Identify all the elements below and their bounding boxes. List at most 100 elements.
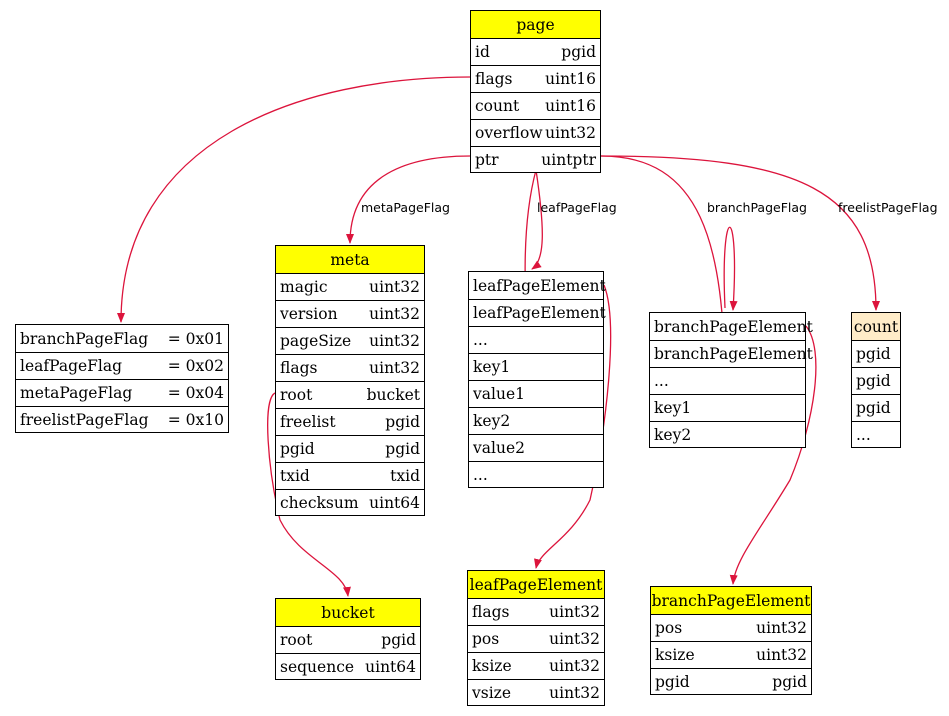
field-name: pgid [856,372,891,390]
field-type: uint32 [369,332,420,350]
table-row: count uint16 [471,92,600,119]
field-name: key2 [654,426,692,444]
field-type: = 0x02 [167,357,224,375]
field-name: ... [473,331,488,349]
field-type: = 0x10 [167,411,224,429]
table-row: pgid [852,367,900,394]
leaf-list-table: leafPageElement leafPageElement... key1 val… [468,271,606,488]
edge-label-branch: branchPageFlag [707,200,807,215]
edge-label-freelist: freelistPageFlag [838,200,938,215]
table-row: branchPageElement [650,340,813,367]
table-row: branchPageFlag= 0x01 [16,325,228,352]
field-type: uint32 [756,619,807,637]
table-row: pgid pgid [651,668,811,695]
field-type: uint64 [369,494,420,512]
field-name: branchPageElement [654,345,813,363]
field-name: value1 [473,385,525,403]
table-row: freelistPageFlag = 0x10 [16,406,228,433]
field-name: pgid [655,673,690,691]
edge-flags-to-flagtable [117,76,471,323]
field-name: freelistPageFlag [20,411,149,429]
field-name: flags [280,359,318,377]
field-name: leafPageElement [473,276,606,295]
field-name: key1 [654,399,692,417]
edge-label-leaf: leafPageFlag [537,200,617,215]
field-type: uint32 [369,359,420,377]
edge-ptr-to-meta [346,155,471,244]
field-type: txid [390,467,420,485]
field-name: pgid [856,399,891,417]
field-name: ... [856,426,871,444]
field-type: = 0x04 [167,384,224,402]
field-name: key2 [473,412,511,430]
table-row: ... [469,326,603,353]
field-type: bucket [366,386,420,404]
field-name: metaPageFlag [20,384,133,402]
field-name: txid [280,467,310,485]
field-name: branchPageElement [654,317,813,336]
table-row: key2 [469,407,603,434]
table-row: branchPageElement [650,313,813,340]
field-name: magic [280,278,328,296]
table-row: ... [469,461,603,488]
field-name: freelist [280,413,336,431]
table-row: leafPageFlag= 0x02 [16,352,228,379]
field-type: pgid [772,673,807,691]
field-name: count [475,97,520,115]
table-row: ... [852,421,900,448]
field-type: pgid [561,43,596,61]
field-name: ptr [475,151,499,169]
table-row: key2 [650,421,805,448]
table-row: metaPageFlag = 0x04 [16,379,228,406]
field-type: pgid [385,440,420,458]
table-row: pgid [852,340,900,367]
edge-label-meta: metaPageFlag [361,200,450,215]
edge-branch-to-element [729,325,817,585]
field-type: uint16 [545,97,596,115]
table-row: leafPageElement [469,272,606,299]
meta-header: meta [276,246,424,273]
field-name: key1 [473,358,511,376]
leaf-element-header: leafPageElement [468,571,604,598]
table-row: checksum uint64 [276,489,424,516]
table-row: ptr uintptr [471,146,600,173]
field-type: uint32 [756,646,807,664]
field-name: checksum [280,494,359,512]
table-row: key1 [650,394,805,421]
field-type: uint64 [365,658,416,676]
field-type: uintptr [541,151,596,169]
field-name: ... [473,466,488,484]
field-name: flags [472,603,510,621]
edge-ptr-to-leaf-b [531,169,543,270]
field-name: leafPageElement [473,304,606,322]
edge-branch-loop [723,226,738,311]
edge-root-to-bucket [267,392,351,597]
bucket-header: bucket [276,599,420,626]
field-type: uint16 [545,70,596,88]
table-row: flags uint32 [276,354,424,381]
branch-list-table: branchPageElement branchPageElement... key… [649,312,813,448]
field-name: version [280,305,338,323]
field-name: ... [654,372,669,390]
field-name: pgid [280,440,315,458]
field-type: uint32 [369,305,420,323]
